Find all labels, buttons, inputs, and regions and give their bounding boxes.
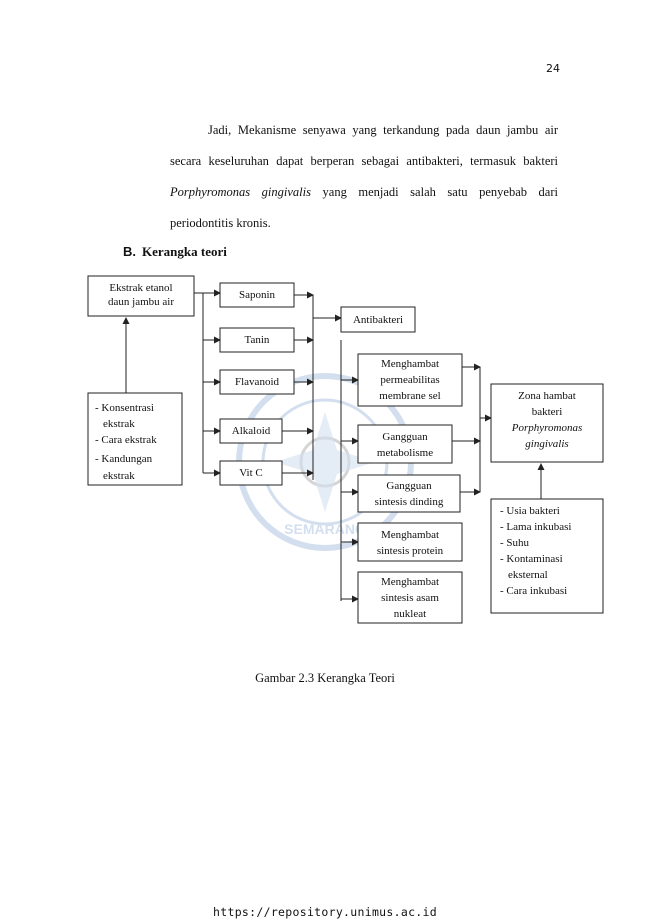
- mechanism-label: membrane sel: [379, 390, 440, 402]
- mechanism-label: Menghambat: [381, 358, 439, 370]
- factor-item: - Cara inkubasi: [500, 585, 567, 597]
- incubation-factors-box: [490, 498, 604, 614]
- body-paragraph: Jadi, Mekanisme senyawa yang terkandung …: [170, 115, 558, 239]
- mechanism-label: Gangguan: [382, 431, 428, 443]
- factor-item: - Usia bakteri: [500, 505, 560, 517]
- ekstrak-box: [87, 275, 195, 317]
- antibakteri-box: [340, 306, 416, 333]
- factor-item: - Cara ekstrak: [95, 434, 157, 446]
- compound-label: Saponin: [239, 289, 276, 301]
- zona-label: bakteri: [532, 406, 563, 418]
- mechanism-label: Gangguan: [386, 480, 432, 492]
- section-heading: B. Kerangka teori: [123, 244, 227, 260]
- extraction-factors-box: [87, 392, 183, 486]
- compound-label: Alkaloid: [232, 425, 271, 437]
- zona-label: gingivalis: [525, 438, 568, 450]
- factor-item: - Lama inkubasi: [500, 521, 571, 533]
- mechanism-box: [357, 474, 461, 513]
- repository-url: https://repository.unimus.ac.id: [213, 905, 437, 919]
- mechanism-label: sintesis asam: [381, 592, 439, 604]
- mechanism-box: [357, 424, 453, 464]
- zona-label: Porphyromonas: [511, 422, 582, 434]
- factor-item: - Suhu: [500, 537, 530, 549]
- factor-item: - Kandungan: [95, 453, 153, 465]
- watermark-text: SEMARANG: [284, 521, 366, 537]
- species-name: Porphyromonas gingivalis: [170, 185, 311, 199]
- ekstrak-label: daun jambu air: [108, 296, 174, 308]
- paragraph-text: yang menjadi salah satu penyebab dari: [322, 185, 558, 199]
- factor-item: eksternal: [508, 569, 548, 581]
- mechanism-label: Menghambat: [381, 529, 439, 541]
- section-title: Kerangka teori: [142, 244, 227, 259]
- page-number: 24: [546, 62, 560, 75]
- compound-label: Tanin: [245, 334, 270, 346]
- mechanism-box: [357, 522, 463, 562]
- factor-item: ekstrak: [103, 470, 135, 482]
- compound-label: Vit C: [239, 467, 262, 479]
- zona-label: Zona hambat: [518, 390, 576, 402]
- figure-caption: Gambar 2.3 Kerangka Teori: [255, 671, 395, 685]
- paragraph-line: Jadi, Mekanisme senyawa yang terkandung …: [208, 123, 558, 137]
- zona-hambat-box: [490, 383, 604, 463]
- factor-item: - Konsentrasi: [95, 402, 154, 414]
- factor-item: ekstrak: [103, 418, 135, 430]
- mechanism-box: [357, 353, 463, 407]
- mechanism-label: sintesis dinding: [375, 496, 444, 508]
- mechanism-label: metabolisme: [377, 447, 433, 459]
- antibakteri-label: Antibakteri: [353, 314, 403, 326]
- ekstrak-label: Ekstrak etanol: [109, 282, 172, 294]
- section-letter: B.: [123, 244, 136, 259]
- paragraph-line: periodontitis kronis.: [170, 216, 271, 230]
- mechanism-box: [357, 571, 463, 624]
- mechanism-label: permeabilitas: [380, 374, 439, 386]
- mechanism-label: Menghambat: [381, 576, 439, 588]
- compound-label: Flavanoid: [235, 376, 279, 388]
- mechanism-label: sintesis protein: [377, 545, 444, 557]
- paragraph-line: secara keseluruhan dapat berperan sebaga…: [170, 154, 558, 168]
- factor-item: - Kontaminasi: [500, 553, 563, 565]
- paragraph-line: Porphyromonas gingivalis yang menjadi sa…: [170, 177, 558, 208]
- mechanism-label: nukleat: [394, 608, 426, 620]
